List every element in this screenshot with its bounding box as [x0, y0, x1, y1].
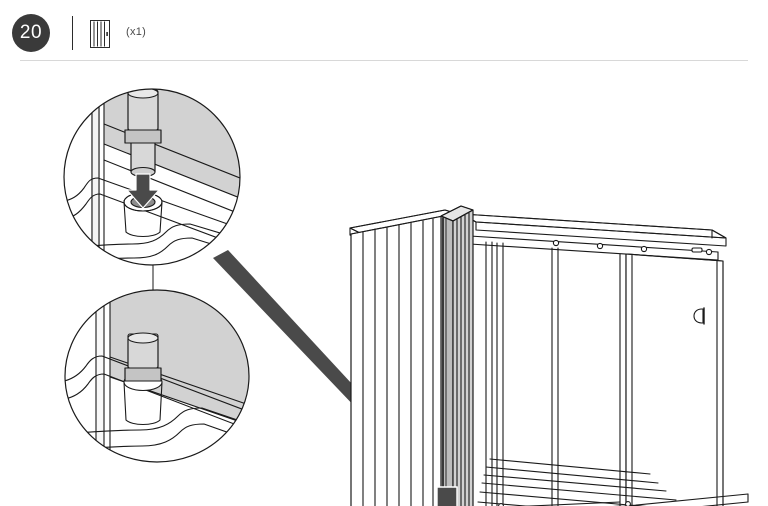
door-panel-being-installed — [440, 205, 474, 506]
shed-assembly — [349, 205, 749, 506]
detail-callout-before — [63, 88, 241, 266]
insert-arrow-detail — [126, 173, 160, 209]
insertion-arrow — [436, 486, 458, 506]
step-header: 20 (x1) — [0, 0, 768, 62]
shed-left-wall — [350, 215, 444, 506]
detail-callout-after — [64, 289, 250, 463]
header-vertical-divider — [72, 16, 73, 50]
pin-part-seated — [124, 332, 162, 382]
door-panel-icon — [90, 20, 110, 48]
shed-floor-frame — [477, 458, 749, 506]
detail-circle-outline-after — [64, 289, 250, 463]
assembly-diagram-svg — [63, 88, 749, 506]
header-horizontal-divider — [20, 60, 748, 61]
step-number-label: 20 — [19, 22, 43, 43]
assembly-diagram — [0, 62, 768, 506]
shed-right-door-open — [625, 253, 724, 506]
part-quantity-label: (x1) — [126, 26, 147, 38]
step-number-badge: 20 — [12, 14, 50, 52]
shed-roof — [349, 209, 727, 261]
shed-interior-frame — [485, 241, 627, 506]
detail-circle-outline-before — [63, 88, 241, 266]
